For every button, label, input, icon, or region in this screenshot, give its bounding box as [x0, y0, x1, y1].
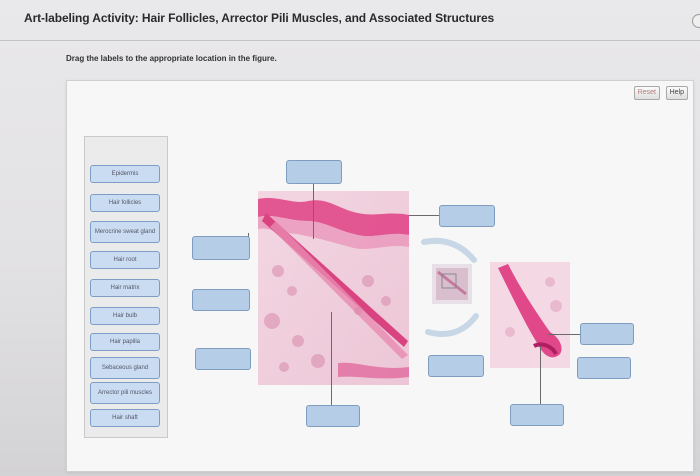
- label-hair-papilla[interactable]: Hair papilla: [90, 333, 160, 351]
- drop-target[interactable]: [510, 404, 564, 426]
- label-hair-bulb[interactable]: Hair bulb: [90, 307, 160, 325]
- instructions: Drag the labels to the appropriate locat…: [66, 54, 277, 63]
- label-hair-shaft[interactable]: Hair shaft: [90, 409, 160, 427]
- drop-target[interactable]: [286, 160, 342, 184]
- leader-line: [540, 346, 541, 404]
- title-divider: [0, 40, 700, 41]
- leader-line: [313, 183, 314, 239]
- bulb-micrograph: [490, 262, 570, 368]
- leader-line: [331, 312, 332, 406]
- page-title: Art-labeling Activity: Hair Follicles, A…: [24, 11, 495, 25]
- label-epidermis[interactable]: Epidermis: [90, 165, 160, 183]
- reset-button[interactable]: Reset: [633, 86, 660, 100]
- drop-target[interactable]: [439, 205, 495, 227]
- label-bank: Epidermis Hair follicles Merocrine sweat…: [84, 136, 168, 438]
- label-sebaceous-gland[interactable]: Sebaceous gland: [90, 357, 160, 379]
- leader-line: [548, 334, 580, 335]
- drop-target[interactable]: [195, 348, 251, 370]
- drop-target[interactable]: [577, 357, 631, 379]
- label-hair-follicles[interactable]: Hair follicles: [90, 194, 160, 212]
- drop-target[interactable]: [306, 405, 360, 427]
- label-hair-matrix[interactable]: Hair matrix: [90, 279, 160, 297]
- label-arrector-pili-muscles[interactable]: Arrector pili muscles: [90, 382, 160, 404]
- help-button[interactable]: Help: [665, 86, 688, 100]
- leader-line: [409, 215, 439, 216]
- main-micrograph: [258, 191, 409, 385]
- drop-target[interactable]: [192, 236, 250, 260]
- label-merocrine-sweat-gland[interactable]: Merocrine sweat gland: [90, 221, 160, 243]
- label-hair-root[interactable]: Hair root: [90, 251, 160, 269]
- drop-target[interactable]: [580, 323, 634, 345]
- drop-target[interactable]: [192, 289, 250, 311]
- magnify-inset-icon: [432, 264, 472, 304]
- close-icon[interactable]: [692, 14, 700, 28]
- zoom-arrows: [414, 236, 486, 344]
- drop-target[interactable]: [428, 355, 484, 377]
